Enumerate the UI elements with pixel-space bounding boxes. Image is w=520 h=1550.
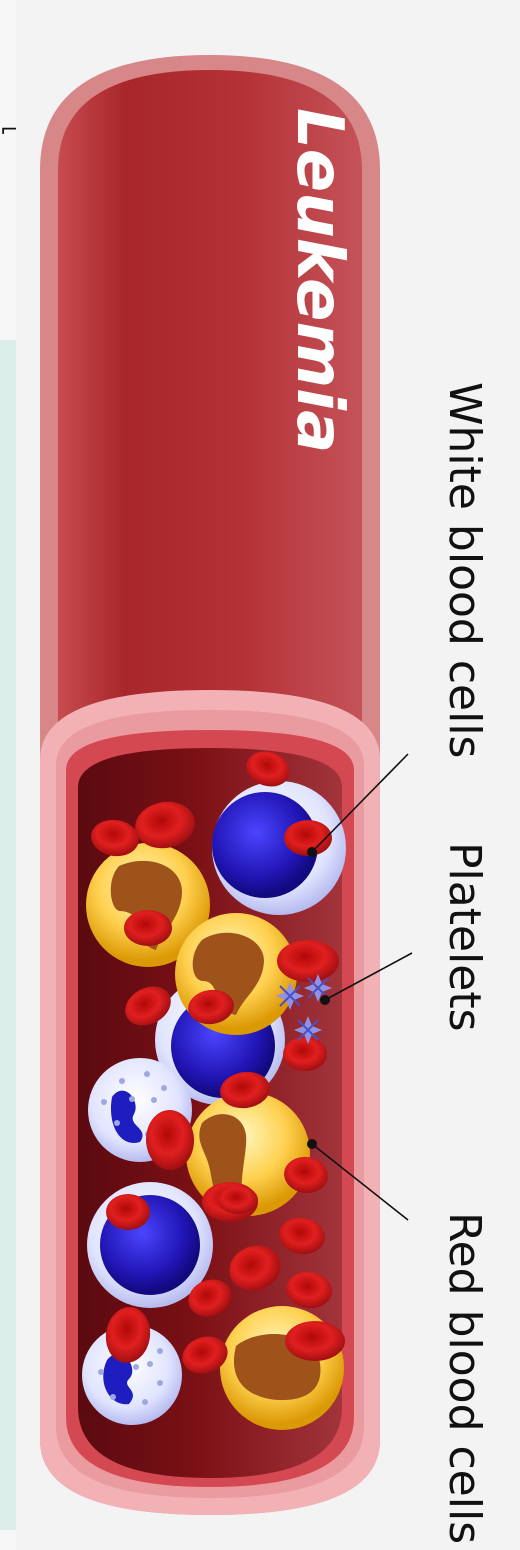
platelets-label: Platelets xyxy=(439,842,490,1032)
white-blood-cells-label: White blood cells xyxy=(439,382,490,758)
red-blood-cells-label: Red blood cells xyxy=(439,1212,490,1544)
leukemia-title: Leukemia xyxy=(282,108,356,453)
